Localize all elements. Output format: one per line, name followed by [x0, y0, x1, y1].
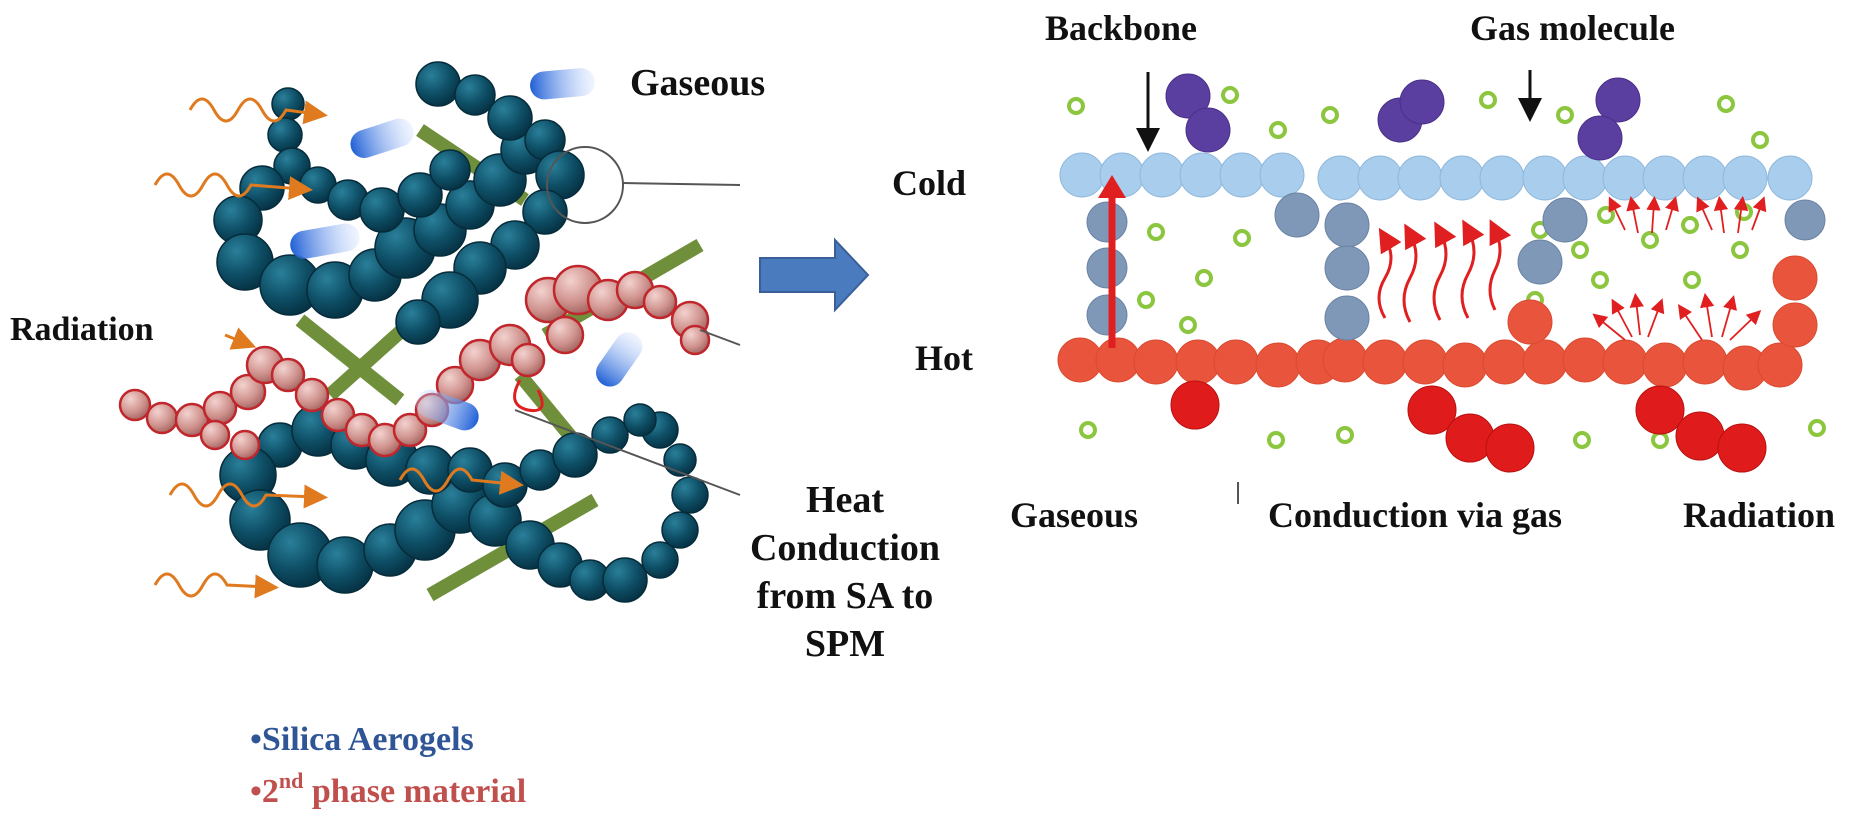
conduction-arrowhead [1098, 175, 1126, 198]
backbone-struts [1086, 192, 1826, 341]
radiation-arrows-top [1608, 195, 1767, 234]
label-cold: Cold [892, 163, 966, 203]
legend-silica-bullet: • [250, 721, 262, 758]
red-gas-molecules [1170, 380, 1767, 473]
gas-green-dots [1067, 86, 1826, 449]
label-heat-line-3: from SA to [757, 575, 934, 617]
legend-second-phase: •2nd phase material [250, 768, 526, 810]
legend-silica-text: Silica Aerogels [262, 721, 474, 758]
radiation-waves [153, 97, 524, 599]
silica-aerogel-chains [213, 61, 709, 603]
legend-second-bullet: • [250, 773, 262, 810]
legend-second-sup: nd [279, 768, 303, 793]
gas-conduction-arrows [1377, 219, 1512, 323]
label-radiation-left: Radiation [10, 311, 154, 348]
label-gaseous-left: Gaseous [630, 62, 765, 104]
legend-second-prefix: 2 [262, 773, 279, 810]
label-hot: Hot [915, 338, 973, 378]
gas-molecules [290, 68, 643, 431]
callout-lines [514, 146, 741, 496]
label-conduction-via-gas: Conduction via gas [1268, 495, 1562, 535]
radiation-arrows-bottom [1592, 292, 1762, 341]
label-heat-line-4: SPM [805, 623, 885, 665]
label-heat-line-2: Conduction [750, 527, 940, 569]
right-panel: Backbone Gas molecule Cold Hot Gaseous C… [892, 8, 1835, 535]
label-gaseous-right: Gaseous [1010, 495, 1138, 535]
label-heat-line-1: Heat [806, 479, 884, 521]
label-radiation-right: Radiation [1683, 495, 1835, 535]
left-panel: Gaseous Radiation Heat Conduction from S… [10, 61, 940, 665]
legend-silica: •Silica Aerogels [250, 721, 474, 758]
hot-row [1057, 255, 1818, 391]
label-backbone: Backbone [1045, 8, 1197, 48]
legend: •Silica Aerogels •2nd phase material [250, 721, 526, 810]
purple-gas-molecules [1165, 73, 1641, 161]
label-gas-molecule: Gas molecule [1470, 8, 1675, 48]
conduction-curl [513, 379, 544, 413]
cold-row [1059, 152, 1813, 201]
legend-second-text: phase material [303, 773, 526, 810]
transition-arrow-icon [759, 237, 870, 313]
second-phase-chains [118, 264, 711, 461]
